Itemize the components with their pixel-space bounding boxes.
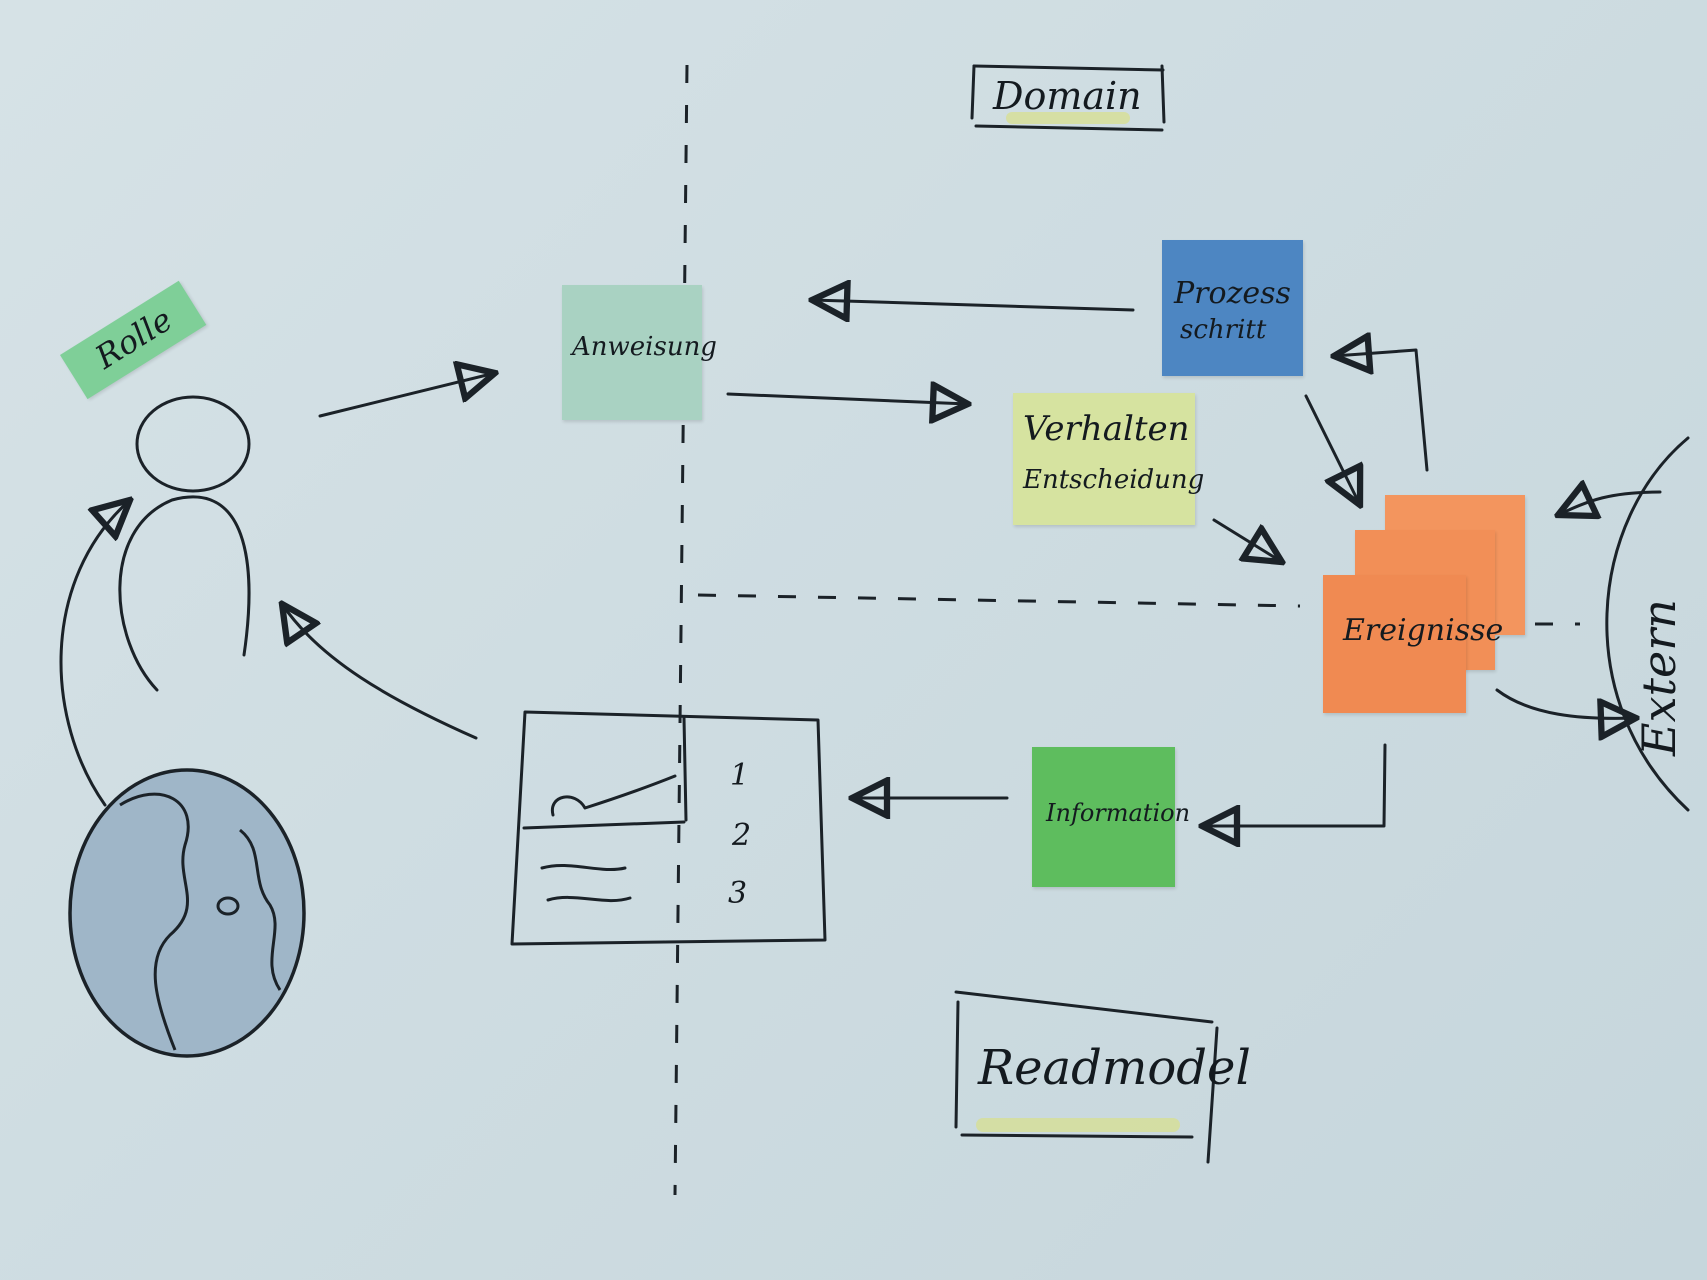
verhalten-label-line2: Entscheidung — [1023, 465, 1205, 495]
arrow-ereignisse-to-information — [1202, 743, 1387, 826]
arrow-ereignisse-to-prozess — [1334, 350, 1429, 472]
list-number-2: 2 — [732, 818, 752, 853]
prozessschritt-label-line2: schritt — [1180, 315, 1267, 345]
arrow-extern-to-ereignisse — [1558, 492, 1662, 515]
anweisung-note: Anweisung — [562, 285, 717, 420]
horizontal-divider — [697, 593, 1301, 608]
verhalten-note: Verhalten Entscheidung — [1013, 393, 1204, 525]
verhalten-label-line1: Verhalten — [1023, 409, 1190, 449]
list-number-3: 3 — [728, 876, 748, 911]
globe-icon — [68, 768, 306, 1058]
prozessschritt-label-line1: Prozess — [1174, 276, 1291, 311]
information-label: Information — [1046, 799, 1191, 827]
arrow-globe-to-person — [59, 500, 130, 807]
vertical-divider — [673, 64, 689, 1196]
arrow-verhalten-to-ereignisse — [1212, 518, 1282, 562]
arrow-dashboard-to-person — [282, 604, 478, 740]
prozessschritt-note: Prozess schritt — [1162, 240, 1303, 376]
list-number-1: 1 — [730, 758, 750, 793]
dashboard-sketch — [510, 710, 827, 946]
person-figure — [118, 395, 251, 692]
ereignisse-label: Ereignisse — [1343, 613, 1504, 648]
readmodel-highlight — [976, 1118, 1180, 1132]
ereignisse-note-front: Ereignisse — [1323, 575, 1503, 713]
anweisung-label: Anweisung — [572, 332, 717, 362]
arrow-ereignisse-to-extern — [1495, 688, 1636, 718]
readmodel-label: Readmodel — [978, 1040, 1251, 1096]
readmodel-frame — [954, 990, 1219, 1164]
arrow-prozess-to-anweisung — [812, 300, 1135, 310]
arrow-anweisung-to-verhalten — [726, 394, 968, 404]
arrow-prozess-to-ereignisse — [1304, 394, 1360, 505]
extern-boundary — [1605, 436, 1690, 812]
domain-highlight — [1006, 112, 1130, 124]
information-note: Information — [1032, 747, 1190, 887]
extern-label: Extern — [1632, 599, 1686, 756]
arrow-rolle-to-anweisung — [318, 373, 495, 418]
domain-label: Domain — [993, 74, 1142, 118]
domain-frame — [970, 64, 1166, 132]
